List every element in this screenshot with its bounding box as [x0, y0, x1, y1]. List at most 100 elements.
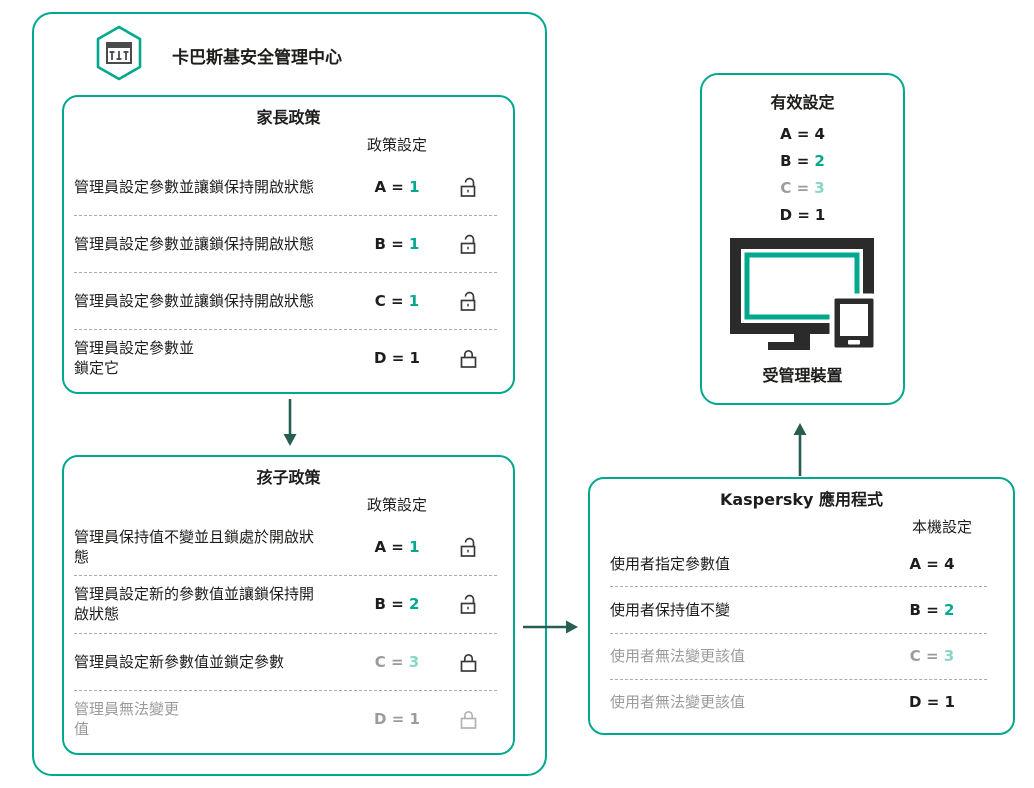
- policy-settings-column-header: 政策設定: [366, 495, 427, 514]
- policy-row: 管理員設定參數並 鎖定它 D = 1: [74, 329, 497, 386]
- effective-setting: A =4: [780, 125, 825, 143]
- param-name: C =: [780, 179, 810, 197]
- policy-row: 管理員保持值不變並且鎖處於開啟狀 態 A = 1: [74, 519, 497, 575]
- policy-row-label: 管理員設定參數並 鎖定它: [74, 339, 195, 377]
- param-value: 2: [944, 600, 955, 619]
- param-value: 1: [409, 235, 420, 253]
- param-name: C =: [374, 292, 404, 310]
- effective-setting: B =2: [780, 152, 825, 170]
- param-name: B =: [780, 152, 810, 170]
- open-lock-icon: [460, 234, 476, 254]
- app-setting-row: 使用者保持值不變 B = 2: [610, 586, 987, 632]
- closed-lock-icon: [460, 653, 477, 672]
- app-row-label: 使用者指定參數值: [610, 554, 731, 573]
- policy-row: 管理員設定參數並讓鎖保持開啟狀態 C = 1: [74, 272, 497, 329]
- param-name: D =: [374, 709, 405, 728]
- policy-row: 管理員設定新參數值並鎖定參數 C = 3: [74, 632, 497, 690]
- parent-policy-title: 家長政策: [256, 108, 321, 127]
- param-value: 1: [409, 538, 420, 557]
- lock-state: [441, 593, 497, 615]
- param-value: 1: [944, 693, 955, 712]
- open-lock-icon: [460, 537, 476, 557]
- param-name: A =: [374, 178, 404, 196]
- param-value: 4: [814, 125, 825, 143]
- param-name: B =: [909, 600, 939, 619]
- app-setting-row: 使用者無法變更該值 C = 3: [610, 632, 987, 679]
- app-row-label: 使用者保持值不變: [610, 600, 731, 619]
- lock-state: [441, 347, 497, 369]
- child-policy-title: 孩子政策: [256, 468, 321, 487]
- param-value: 1: [409, 349, 420, 367]
- security-center-hexagon-icon: [92, 24, 146, 86]
- app-row-value: C = 3: [877, 647, 987, 665]
- param-value: 1: [408, 292, 420, 310]
- policy-row-value: C = 1: [353, 292, 441, 310]
- policy-row-label: 管理員設定參數並讓鎖保持開啟狀態: [74, 178, 315, 196]
- open-lock-icon: [460, 177, 476, 197]
- effective-setting: D =1: [780, 206, 826, 224]
- app-setting-row: 使用者指定參數值 A = 4: [610, 541, 987, 586]
- param-value: 2: [409, 595, 420, 614]
- child-policy-column-header-row: 政策設定: [64, 489, 513, 519]
- managed-device-box: 有效設定 A =4 B =2 C =3 D =1 受管理裝置: [700, 73, 905, 405]
- param-name: B =: [374, 595, 404, 614]
- policy-row-value: D = 1: [353, 710, 441, 728]
- closed-lock-icon: [460, 710, 477, 729]
- param-value: 2: [814, 152, 825, 170]
- lock-state: [441, 176, 497, 198]
- security-center-header: 卡巴斯基安全管理中心: [92, 24, 342, 86]
- param-name: C =: [374, 652, 404, 671]
- lock-state: [441, 536, 497, 558]
- lock-state: [441, 233, 497, 255]
- open-lock-icon: [460, 291, 476, 311]
- policy-row-value: C = 3: [353, 653, 441, 671]
- policy-row: 管理員設定參數並讓鎖保持開啟狀態 B = 1: [74, 215, 497, 272]
- policy-row-label: 管理員設定參數並讓鎖保持開啟狀態: [74, 292, 315, 310]
- policy-row-value: B = 2: [353, 595, 441, 613]
- kaspersky-app-box: Kaspersky 應用程式 本機設定 使用者指定參數值 A = 4 使用者保持…: [588, 477, 1015, 735]
- policy-row-value: A = 1: [353, 178, 441, 196]
- lock-state: [441, 290, 497, 312]
- policy-row-label: 管理員無法變更 值: [74, 699, 180, 738]
- param-value: 3: [814, 179, 825, 197]
- parent-policy-rows: 管理員設定參數並讓鎖保持開啟狀態 A = 1 管理員設定參數並讓鎖保持開啟狀態 …: [64, 159, 513, 392]
- param-name: B =: [374, 235, 404, 253]
- policy-row: 管理員設定新的參數值並讓鎖保持開 啟狀態 B = 2: [74, 575, 497, 632]
- parent-policy-column-header-row: 政策設定: [64, 129, 513, 159]
- child-policy-box: 孩子政策 政策設定 管理員保持值不變並且鎖處於開啟狀 態 A = 1 管理員設定…: [62, 455, 515, 755]
- security-center-title: 卡巴斯基安全管理中心: [172, 47, 342, 68]
- effective-settings-list: A =4 B =2 C =3 D =1: [780, 125, 826, 224]
- param-value: 1: [409, 178, 420, 196]
- param-name: A =: [780, 125, 810, 143]
- kaspersky-app-title: Kaspersky 應用程式: [719, 490, 884, 509]
- effective-setting: C =3: [780, 179, 824, 197]
- policy-row-label: 管理員設定新參數值並鎖定參數: [74, 652, 285, 671]
- param-name: D =: [779, 206, 810, 224]
- app-row-value: B = 2: [877, 601, 987, 619]
- policy-row-value: D = 1: [353, 349, 441, 367]
- param-name: C =: [909, 647, 939, 666]
- app-row-label: 使用者無法變更該值: [610, 693, 746, 712]
- policy-settings-column-header: 政策設定: [366, 135, 427, 154]
- open-lock-icon: [460, 595, 476, 615]
- policy-row-label: 管理員設定新的參數值並讓鎖保持開 啟狀態: [74, 585, 315, 624]
- policy-row: 管理員無法變更 值 D = 1: [74, 689, 497, 747]
- param-name: D =: [909, 693, 940, 712]
- param-value: 4: [944, 554, 955, 573]
- app-setting-row: 使用者無法變更該值 D = 1: [610, 678, 987, 725]
- param-value: 3: [408, 652, 420, 671]
- param-value: 1: [814, 206, 826, 224]
- policy-row: 管理員設定參數並讓鎖保持開啟狀態 A = 1: [74, 159, 497, 215]
- kaspersky-app-rows: 使用者指定參數值 A = 4 使用者保持值不變 B = 2 使用者無法變更該值 …: [590, 541, 1013, 733]
- param-value: 1: [409, 709, 420, 728]
- managed-device-label: 受管理裝置: [762, 366, 843, 385]
- policy-row-value: B = 1: [353, 235, 441, 253]
- app-row-value: A = 4: [877, 555, 987, 573]
- parent-policy-box: 家長政策 政策設定 管理員設定參數並讓鎖保持開啟狀態 A = 1 管理員設定參數…: [62, 95, 515, 394]
- app-row-value: D = 1: [877, 693, 987, 711]
- effective-settings-title: 有效設定: [770, 93, 835, 112]
- monitor-with-phone-icon: [722, 238, 884, 354]
- lock-state: [441, 651, 497, 673]
- policy-row-value: A = 1: [353, 538, 441, 556]
